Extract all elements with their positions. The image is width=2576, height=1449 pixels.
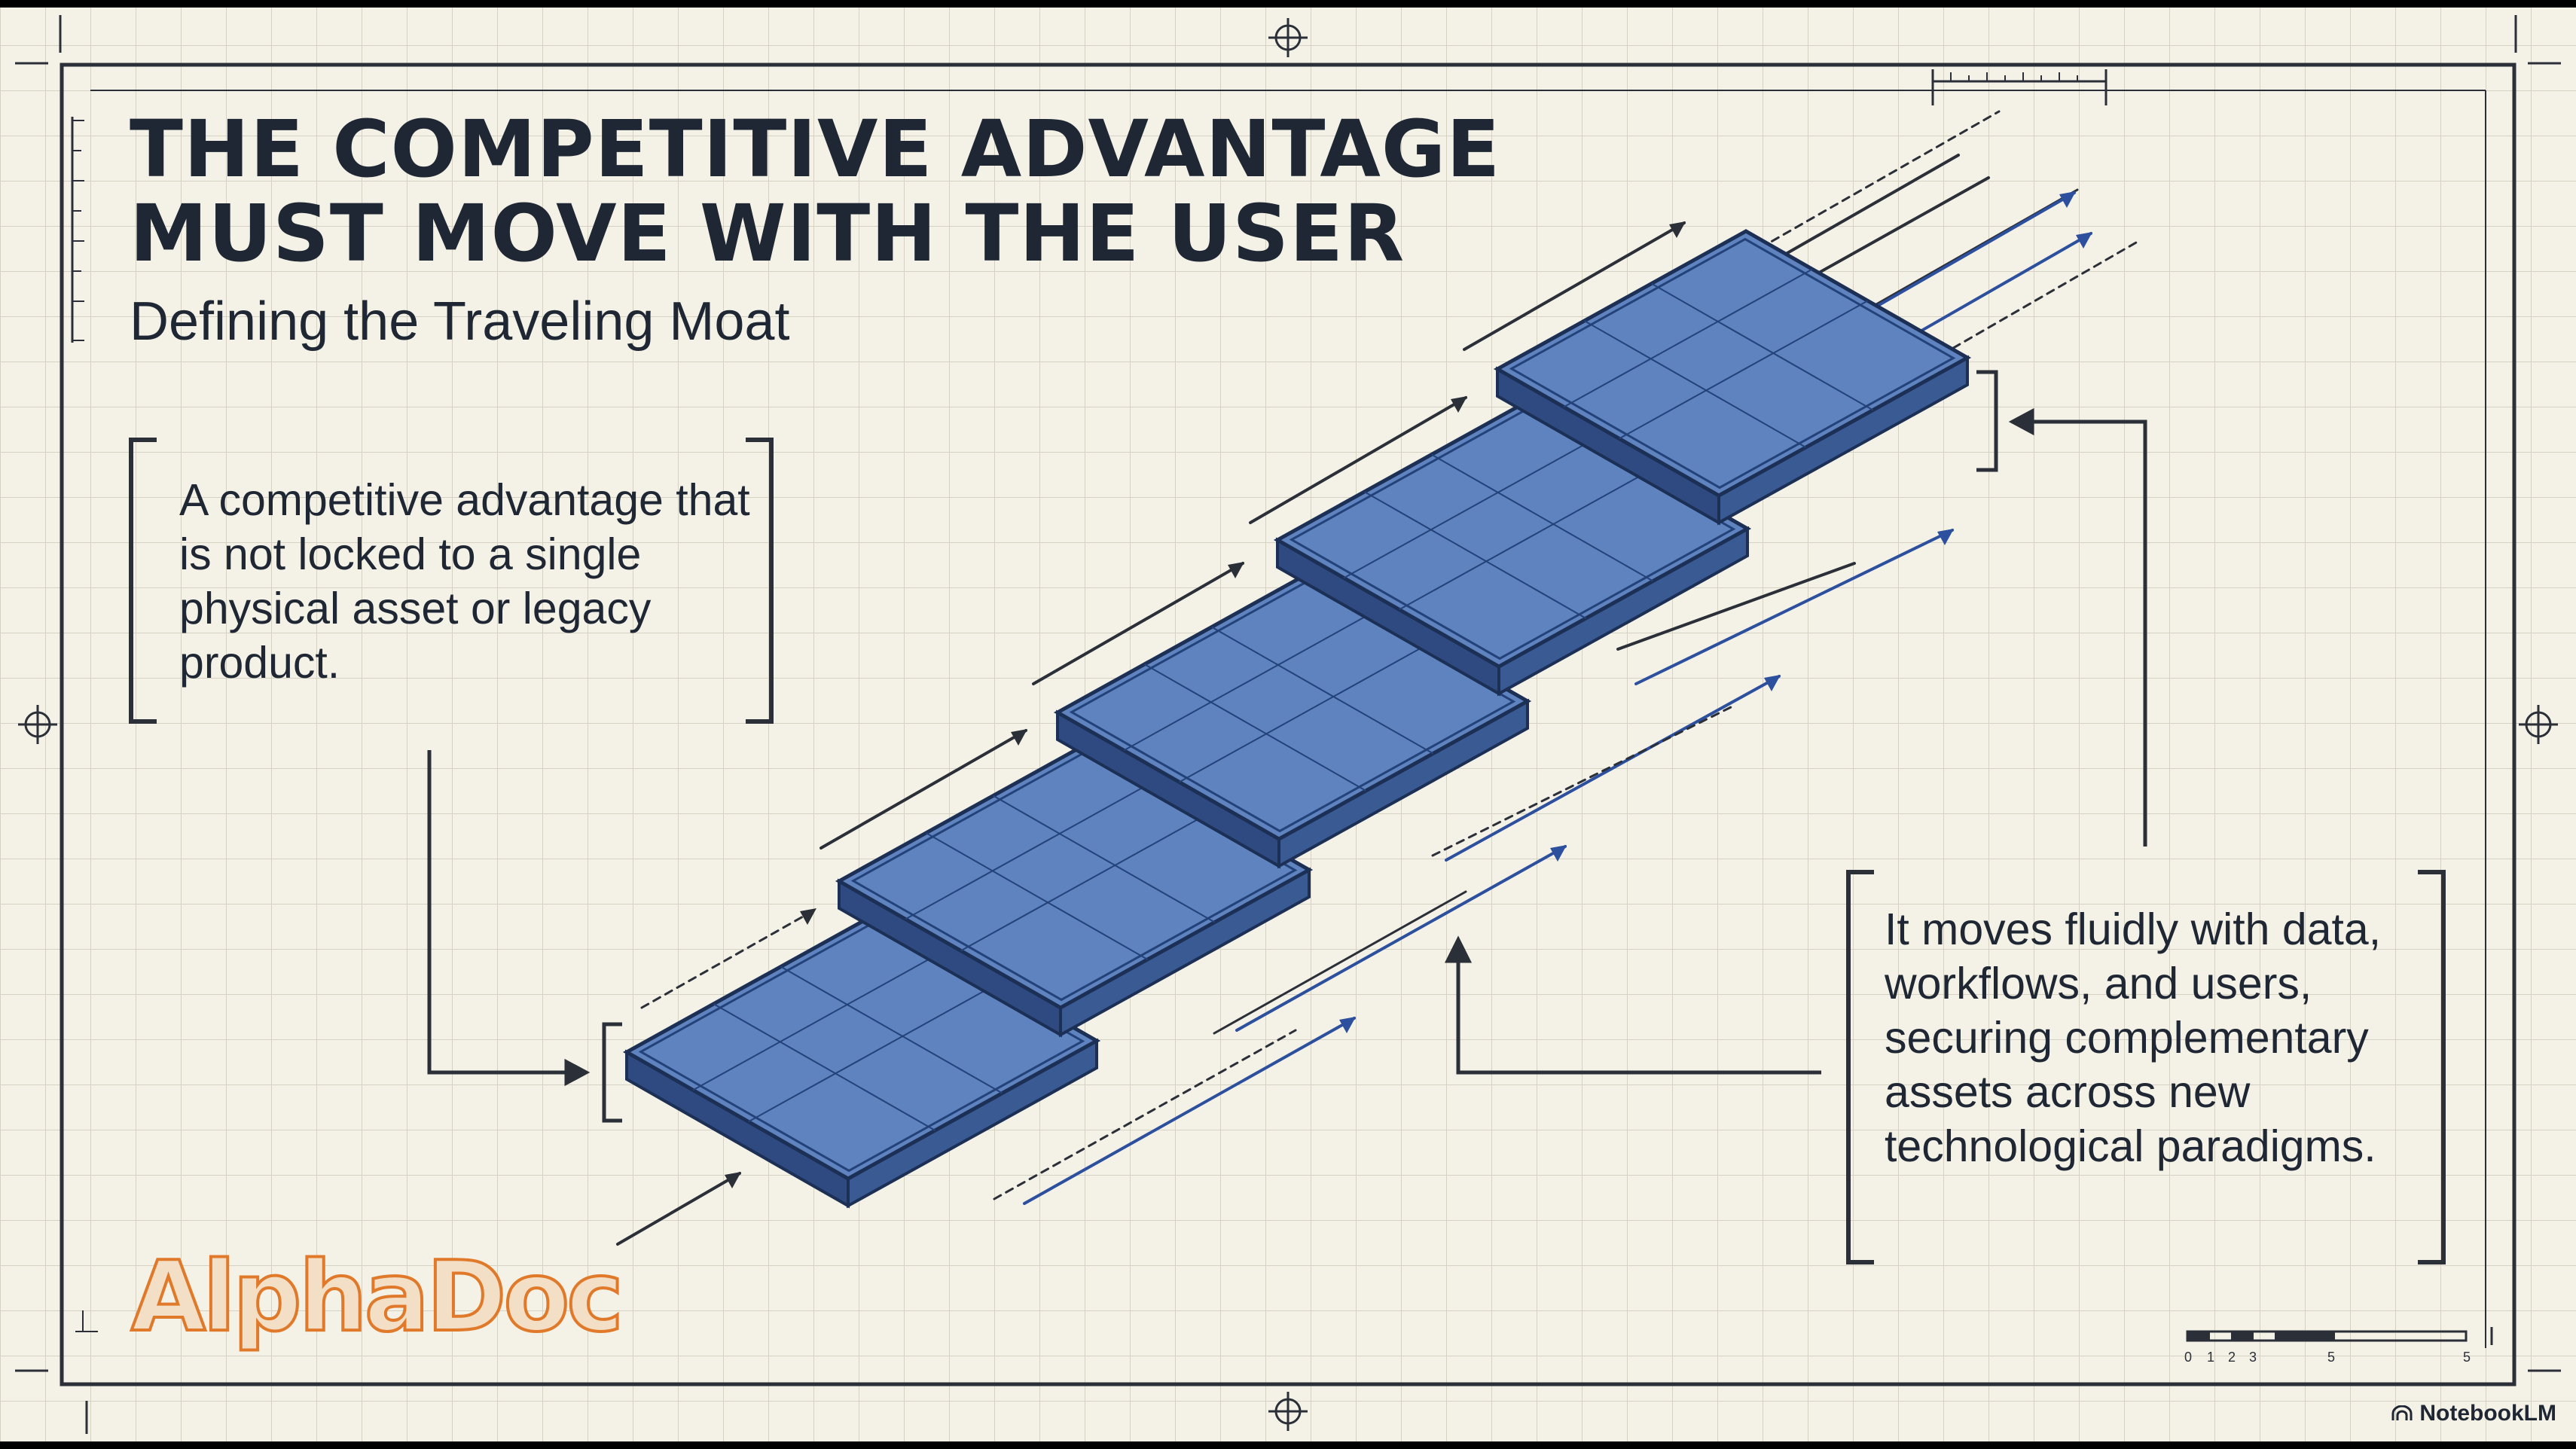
logo-text: AlphaDoc: [131, 1241, 621, 1353]
left-callout-text: A competitive advantage that is not lock…: [179, 475, 750, 688]
scale-label: 3: [2249, 1350, 2257, 1365]
right-top-connector-arrow: [2008, 407, 2147, 847]
scale-label: 0: [2184, 1350, 2192, 1365]
plate-bracket-left: [602, 1022, 622, 1123]
moat-plates: [622, 229, 1972, 1209]
scale-label: 5: [2327, 1350, 2335, 1365]
left-connector-arrow: [427, 750, 591, 1087]
right-bottom-connector-arrow: [1444, 935, 1821, 1075]
title-line-2: MUST MOVE WITH THE USER: [130, 188, 1406, 279]
notebooklm-icon: [2391, 1405, 2413, 1420]
right-callout-bracket: [1846, 870, 2446, 1264]
arrowheads: [725, 191, 2092, 1188]
alphadoc-logo: AlphaDoc: [130, 1240, 624, 1355]
title-line-1: THE COMPETITIVE ADVANTAGE: [130, 103, 1501, 195]
motion-lines: [616, 110, 2138, 1246]
plate-bracket-right: [1976, 370, 1998, 472]
scale-label: 5: [2463, 1350, 2471, 1365]
brand-label: NotebookLM: [2419, 1401, 2556, 1426]
scale-label: 2: [2228, 1350, 2236, 1365]
blueprint-frame: [15, 15, 2561, 1434]
slide-subtitle: Defining the Traveling Moat: [130, 291, 790, 352]
notebooklm-badge: NotebookLM: [2391, 1401, 2556, 1426]
right-callout-text: It moves fluidly with data, workflows, a…: [1885, 904, 2382, 1171]
moat-plate-5: [1493, 229, 1972, 526]
scale-bar: 0 1 2 3 5 5: [2184, 1327, 2493, 1365]
scale-label: 1: [2207, 1350, 2214, 1365]
left-callout-bracket: [129, 438, 774, 724]
slide-title: THE COMPETITIVE ADVANTAGE MUST MOVE WITH…: [130, 107, 1500, 276]
